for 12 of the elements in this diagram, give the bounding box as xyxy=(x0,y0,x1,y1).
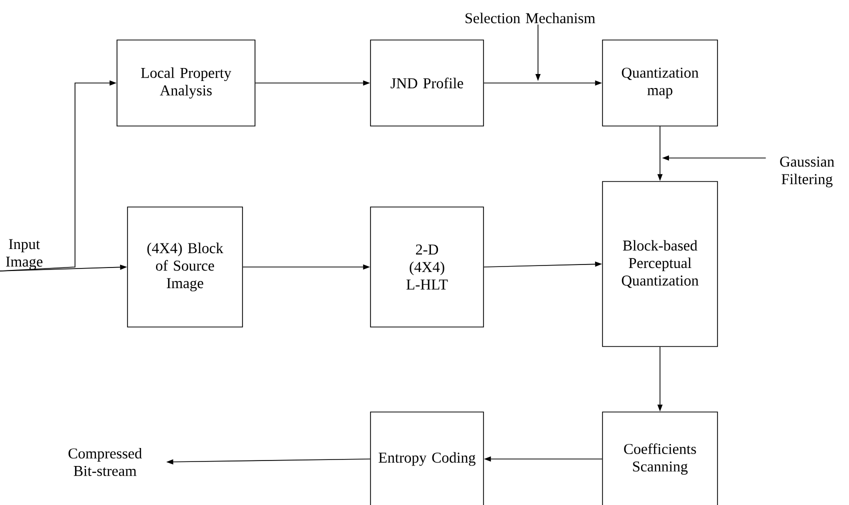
process-box: Block-based Perceptual Quantization xyxy=(602,181,718,347)
process-box: 2-D (4X4) L-HLT xyxy=(370,206,484,328)
process-box: Coefficients Scanning xyxy=(602,412,718,505)
process-box: Entropy Coding xyxy=(370,412,484,505)
process-box: Quantization map xyxy=(602,40,718,126)
text-label: Compressed Bit-stream xyxy=(68,448,142,476)
process-box: Local Property Analysis xyxy=(116,40,256,126)
process-box: JND Profile xyxy=(370,40,484,126)
text-label: Selection Mechanism xyxy=(466,12,596,24)
process-box: (4X4) Block of Source Image xyxy=(127,206,243,328)
text-label: Input Image xyxy=(6,239,42,270)
text-label: Gaussian Filtering xyxy=(780,156,834,188)
